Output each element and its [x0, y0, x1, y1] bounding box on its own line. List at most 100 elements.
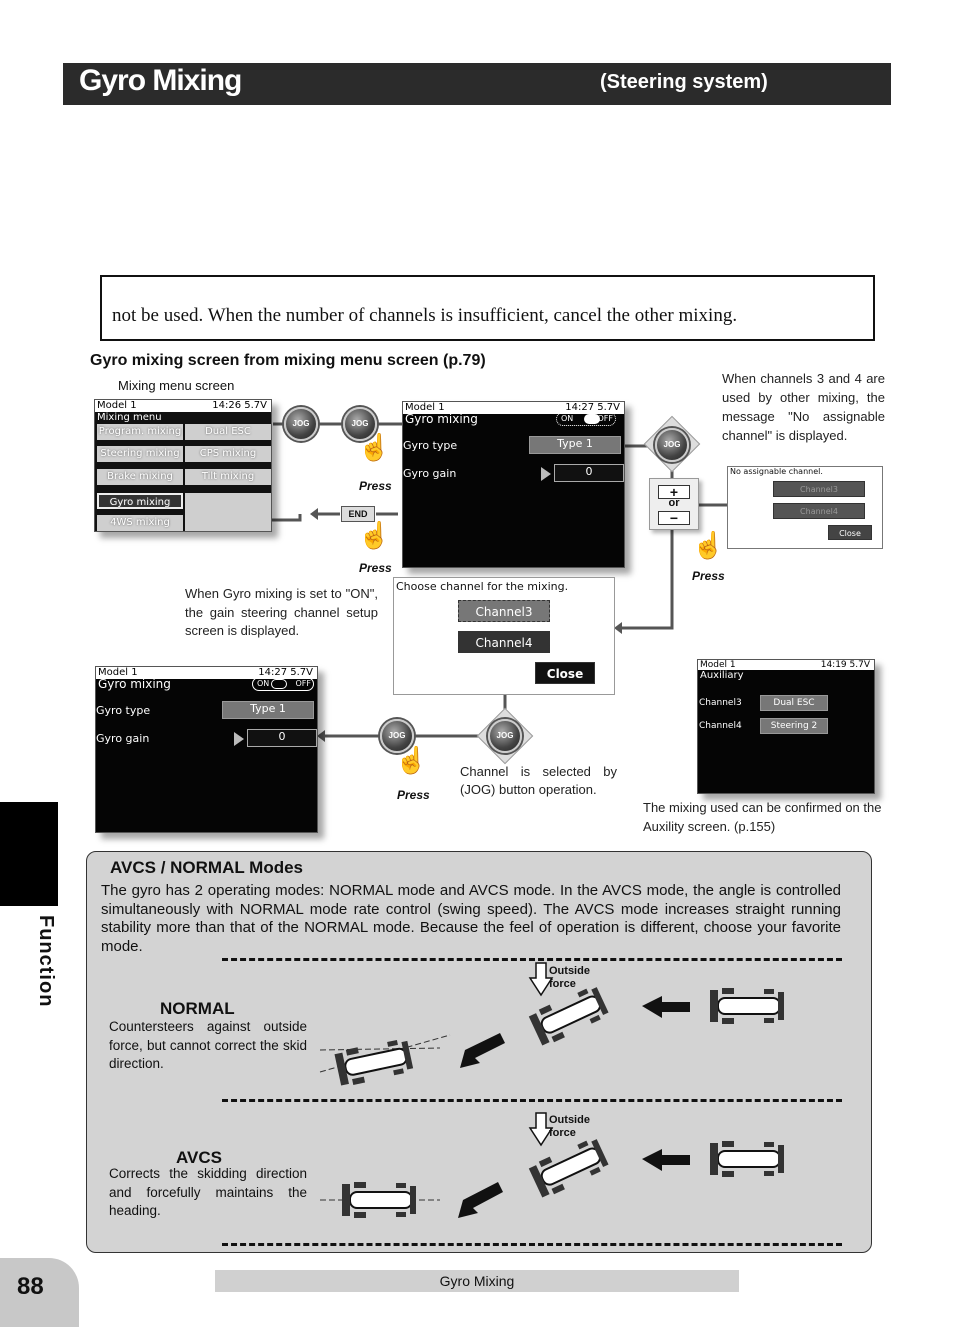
- side-tab-label: Function: [35, 915, 57, 1008]
- model-label: Model 1: [405, 402, 445, 413]
- menu-screen-caption: Mixing menu screen: [118, 378, 235, 393]
- no-assignable-popup: No assignable channel. Channel3 Channel4…: [727, 466, 883, 549]
- status-bar: Model 1 14:27 5.7V: [96, 667, 317, 679]
- channel4-button[interactable]: Channel4: [458, 631, 550, 653]
- normal-diagram: [319, 962, 784, 1086]
- channel-note: When channels 3 and 4 are used by other …: [722, 371, 885, 443]
- time-voltage: 14:26 5.7V: [212, 400, 267, 411]
- gyro-type-field[interactable]: Type 1: [529, 436, 621, 454]
- normal-mode-desc: Countersteers against outside force, but…: [109, 1019, 307, 1071]
- normal-mode-name: NORMAL: [160, 999, 235, 1018]
- menu-item-tilt-mixing[interactable]: Tilt mixing: [185, 469, 271, 485]
- channel3-button[interactable]: Channel3: [458, 600, 550, 622]
- mixing-menu-screen: Model 1 14:26 5.7V Mixing menu Program. …: [94, 399, 272, 532]
- aux-row-label: Channel3: [699, 698, 742, 708]
- toggle-on-label: ON: [561, 414, 574, 423]
- toggle-on-label: ON: [257, 679, 270, 688]
- menu-item-cps-mixing[interactable]: CPS mixing: [185, 446, 271, 462]
- press-label: Press: [359, 479, 392, 493]
- outside-force-label: Outside force: [549, 1114, 590, 1139]
- popup-title: Choose channel for the mixing.: [396, 580, 569, 593]
- gyro-on-off-toggle[interactable]: ON OFF: [252, 677, 314, 691]
- gyro-gain-label: Gyro gain: [96, 732, 150, 745]
- channel3-button-disabled: Channel3: [773, 481, 865, 497]
- model-label: Model 1: [97, 400, 137, 411]
- jog-note: Channel is selected by (JOG) button oper…: [460, 764, 617, 797]
- gyro-mixing-screen-channel: Model 1 14:27 5.7V Gyro mixing ON OFF Gy…: [95, 666, 318, 833]
- minus-button[interactable]: −: [658, 511, 690, 525]
- auxiliary-screen: Model 1 14:19 5.7V Auxiliary Channel3 Du…: [697, 659, 875, 794]
- plus-button[interactable]: +: [658, 485, 690, 499]
- menu-item-steering-mixing[interactable]: Steering mixing: [97, 446, 183, 462]
- menu-blank-area: [185, 493, 271, 531]
- gyro-gain-field[interactable]: 0: [247, 729, 317, 747]
- modes-body: The gyro has 2 operating modes: NORMAL m…: [101, 882, 841, 955]
- car-diagram: [319, 962, 784, 1218]
- footer-section: Gyro Mixing: [439, 1273, 515, 1289]
- close-button[interactable]: Close: [828, 525, 872, 540]
- footer-bar: [215, 1270, 739, 1292]
- hand-press-icon: ☝: [358, 432, 391, 462]
- avcs-mode-desc: Corrects the skidding direction and forc…: [109, 1166, 307, 1218]
- gyro-type-label: Gyro type: [96, 704, 151, 717]
- jog-button[interactable]: JOG: [284, 407, 318, 441]
- notice-box: [100, 275, 875, 341]
- outside-force-label: Outside force: [549, 965, 590, 990]
- on-note: When Gyro mixing is set to "ON", the gai…: [185, 586, 378, 638]
- jog-button[interactable]: JOG: [655, 428, 689, 462]
- gyro-type-field[interactable]: Type 1: [222, 701, 314, 719]
- gyro-gain-field[interactable]: 0: [554, 464, 624, 482]
- end-button[interactable]: END: [341, 506, 375, 522]
- dashed-divider: [222, 1099, 842, 1102]
- gyro-mixing-screen: Model 1 14:27 5.7V Gyro mixing ON OFF Gy…: [402, 401, 625, 568]
- press-label: Press: [692, 569, 725, 583]
- gyro-gain-label: Gyro gain: [403, 467, 457, 480]
- page-number: 88: [17, 1273, 44, 1300]
- menu-item-dual-esc[interactable]: Dual ESC: [185, 424, 271, 440]
- title-bar: [63, 63, 891, 105]
- screen-title: Gyro mixing: [405, 412, 478, 426]
- status-bar: Model 1 14:19 5.7V: [698, 660, 874, 670]
- side-tab: [0, 802, 58, 906]
- modes-title: AVCS / NORMAL Modes: [110, 858, 303, 877]
- time-voltage: 14:19 5.7V: [820, 660, 870, 670]
- choose-channel-popup: Choose channel for the mixing. Channel3 …: [393, 577, 615, 695]
- jog-button[interactable]: JOG: [343, 407, 377, 441]
- toggle-off-label: OFF: [597, 414, 614, 423]
- aux-channel4-value[interactable]: Steering 2: [760, 718, 828, 734]
- aux-channel3-value[interactable]: Dual ESC: [760, 695, 828, 711]
- avcs-mode-name: AVCS: [176, 1148, 222, 1167]
- hand-press-icon: ☝: [358, 520, 391, 550]
- dashed-divider: [222, 1243, 842, 1246]
- press-label: Press: [359, 561, 392, 575]
- menu-item-4ws-mixing[interactable]: 4WS mixing: [97, 515, 183, 531]
- toggle-knob: [271, 679, 287, 689]
- close-button[interactable]: Close: [535, 662, 595, 684]
- plus-minus-buttons: + or −: [649, 478, 699, 530]
- menu-item-brake-mixing[interactable]: Brake mixing: [97, 469, 183, 485]
- gyro-on-off-toggle[interactable]: ON OFF: [556, 412, 616, 426]
- menu-item-program-mixing[interactable]: Program. mixing: [97, 424, 183, 440]
- time-voltage: 14:27 5.7V: [565, 402, 620, 413]
- channel4-button-disabled: Channel4: [773, 503, 865, 519]
- screen-title: Auxiliary: [700, 670, 744, 681]
- aux-row-label: Channel4: [699, 721, 742, 731]
- model-label: Model 1: [98, 667, 138, 678]
- screen-title: Gyro mixing: [98, 677, 171, 691]
- menu-item-gyro-mixing[interactable]: Gyro mixing: [97, 493, 183, 509]
- flow-heading: Gyro mixing screen from mixing menu scre…: [90, 352, 486, 369]
- jog-button[interactable]: JOG: [380, 719, 414, 753]
- status-bar: Model 1 14:27 5.7V: [403, 402, 624, 414]
- press-label: Press: [397, 788, 430, 802]
- toggle-off-label: OFF: [295, 679, 312, 688]
- toggle-knob: [584, 414, 600, 424]
- or-label: or: [668, 497, 680, 509]
- aux-note: The mixing used can be confirmed on the …: [643, 800, 882, 834]
- popup-title: No assignable channel.: [730, 467, 823, 476]
- jog-button[interactable]: JOG: [488, 719, 522, 753]
- dashed-divider: [222, 958, 842, 961]
- time-voltage: 14:27 5.7V: [258, 667, 313, 678]
- avcs-diagram: [320, 1112, 784, 1218]
- screen-title: Mixing menu: [97, 412, 162, 423]
- notice-text: not be used. When the number of channels…: [112, 305, 738, 326]
